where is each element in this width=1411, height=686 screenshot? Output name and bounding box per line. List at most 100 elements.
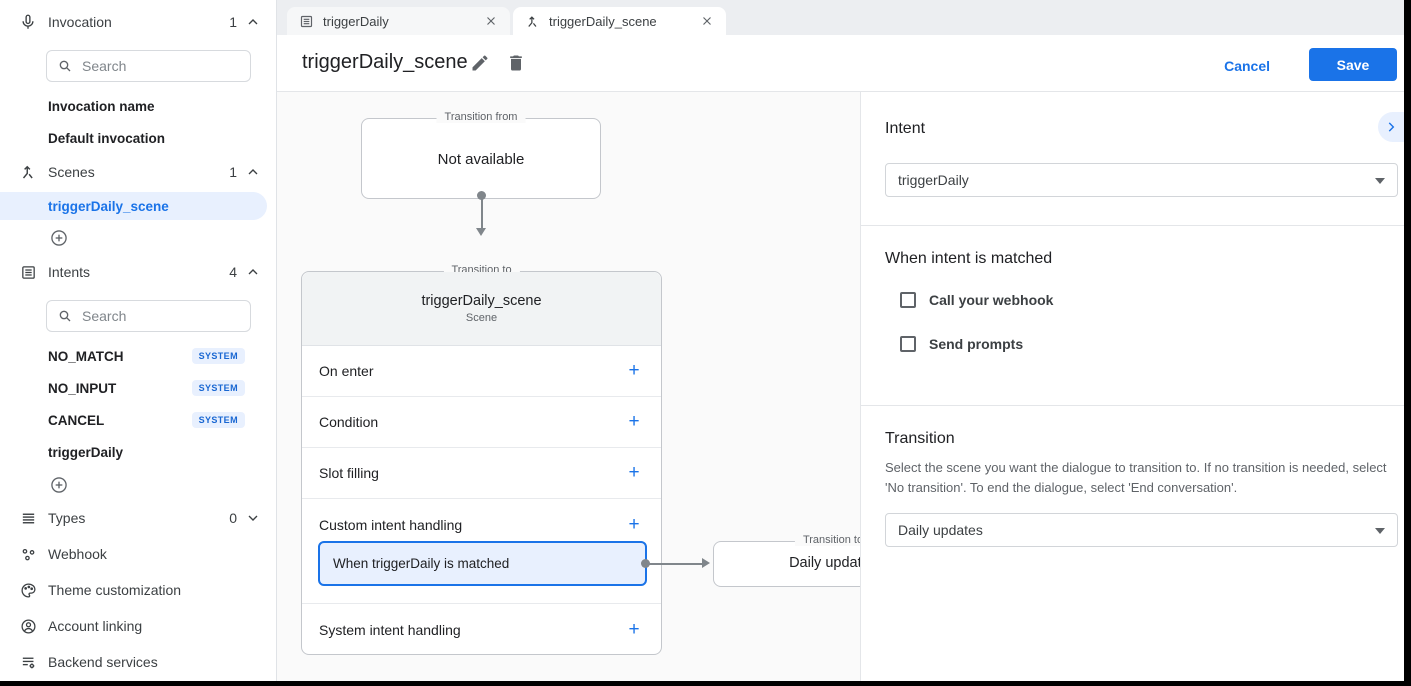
send-prompts-checkbox-row[interactable]: Send prompts — [887, 336, 1023, 352]
scene-row-slot-filling: Slot filling — [302, 448, 661, 499]
sidebar-item-triggerdaily-intent[interactable]: triggerDaily — [48, 444, 124, 460]
checkbox-label: Call your webhook — [929, 292, 1054, 308]
collapse-panel-button[interactable] — [1378, 112, 1404, 142]
system-badge: SYSTEM — [191, 348, 245, 364]
main-area: triggerDaily triggerDaily_scene triggerD… — [277, 0, 1404, 681]
sidebar: Invocation 1 Invocation name Default inv… — [0, 0, 277, 681]
section-count: 1 — [229, 14, 237, 30]
dropdown-caret-icon — [1375, 528, 1385, 534]
add-scene-button[interactable] — [49, 228, 69, 248]
add-slot-filling-button[interactable] — [624, 463, 644, 483]
search-input[interactable] — [82, 308, 222, 324]
scene-card-node: Transition to triggerDaily_scene Scene O… — [301, 264, 662, 655]
scene-card-header: triggerDaily_scene Scene — [302, 272, 661, 346]
scene-row-on-enter: On enter — [302, 346, 661, 397]
sidebar-item-no-input[interactable]: NO_INPUT SYSTEM — [0, 374, 277, 402]
intent-doc-icon — [299, 14, 314, 29]
webhook-icon — [19, 545, 37, 563]
node-legend: Transition from — [436, 111, 526, 123]
transition-from-text: Not available — [437, 151, 525, 168]
chevron-up-icon — [245, 264, 261, 280]
chevron-up-icon — [245, 164, 261, 180]
when-matched-heading: When intent is matched — [885, 250, 1053, 267]
add-condition-button[interactable] — [624, 412, 644, 432]
sidebar-item-no-match[interactable]: NO_MATCH SYSTEM — [0, 342, 277, 370]
scene-row-condition: Condition — [302, 397, 661, 448]
scene-row-system-intent-handling: System intent handling — [302, 604, 661, 655]
edit-pencil-icon[interactable] — [470, 53, 490, 73]
section-label: Intents — [48, 264, 91, 280]
sidebar-section-invocation[interactable]: Invocation 1 — [0, 8, 277, 36]
add-custom-intent-button[interactable] — [624, 515, 644, 535]
search-icon — [57, 308, 73, 324]
chevron-down-icon — [245, 510, 261, 526]
intent-heading: Intent — [885, 120, 926, 137]
sidebar-item-webhook[interactable]: Webhook — [0, 540, 277, 568]
microphone-icon — [19, 13, 37, 31]
transition-dropdown[interactable]: Daily updates — [885, 513, 1398, 547]
transition-target-node[interactable]: Transition to Daily updates — [713, 534, 860, 587]
section-count: 1 — [229, 164, 237, 180]
transition-target-text: Daily updates — [789, 555, 860, 571]
sidebar-item-theme-customization[interactable]: Theme customization — [0, 576, 277, 604]
scene-flow-canvas: Transition from Not available Transition… — [277, 92, 860, 681]
section-label: Types — [48, 510, 86, 526]
palette-icon — [19, 581, 37, 599]
save-button[interactable]: Save — [1309, 48, 1397, 81]
section-count: 0 — [229, 510, 237, 526]
delete-trash-icon[interactable] — [506, 53, 526, 73]
intent-detail-panel: Intent triggerDaily When intent is match… — [860, 92, 1404, 681]
intent-dropdown-value: triggerDaily — [898, 172, 969, 188]
divider — [861, 225, 1404, 226]
sidebar-section-types[interactable]: Types 0 — [0, 504, 277, 532]
sidebar-item-account-linking[interactable]: Account linking — [0, 612, 277, 640]
close-icon[interactable] — [700, 14, 714, 28]
scene-card-title: triggerDaily_scene — [421, 293, 542, 309]
sidebar-item-cancel-intent[interactable]: CANCEL SYSTEM — [0, 406, 277, 434]
intents-search[interactable] — [46, 300, 251, 332]
search-input[interactable] — [82, 58, 222, 74]
checkbox-unchecked[interactable] — [900, 292, 916, 308]
intent-dropdown[interactable]: triggerDaily — [885, 163, 1398, 197]
sidebar-section-scenes[interactable]: Scenes 1 — [0, 158, 277, 186]
system-badge: SYSTEM — [191, 380, 245, 396]
tab-triggerdaily-scene[interactable]: triggerDaily_scene — [513, 7, 726, 35]
types-list-icon — [19, 509, 37, 527]
backend-services-icon — [19, 653, 37, 671]
transition-description: Select the scene you want the dialogue t… — [885, 460, 1387, 496]
editor-header: triggerDaily_scene Cancel Save — [277, 35, 1404, 92]
page-title: triggerDaily_scene — [302, 51, 468, 73]
sidebar-item-backend-services[interactable]: Backend services — [0, 648, 277, 676]
scene-icon — [525, 14, 540, 29]
checkbox-unchecked[interactable] — [900, 336, 916, 352]
add-on-enter-button[interactable] — [624, 361, 644, 381]
account-circle-icon — [19, 617, 37, 635]
search-icon — [57, 58, 73, 74]
tab-triggerdaily[interactable]: triggerDaily — [287, 7, 510, 35]
connector-arrow-down — [476, 191, 486, 239]
connector-arrow-right — [641, 558, 711, 568]
scene-icon — [19, 163, 37, 181]
dropdown-caret-icon — [1375, 178, 1385, 184]
invocation-search[interactable] — [46, 50, 251, 82]
transition-dropdown-value: Daily updates — [898, 522, 983, 538]
cancel-button[interactable]: Cancel — [1214, 52, 1280, 80]
section-label: Invocation — [48, 14, 112, 30]
call-webhook-checkbox-row[interactable]: Call your webhook — [887, 292, 1053, 308]
sidebar-item-invocation-name[interactable]: Invocation name — [48, 99, 155, 114]
matched-intent-chip[interactable]: When triggerDaily is matched — [318, 541, 647, 586]
close-icon[interactable] — [484, 14, 498, 28]
transition-from-node: Transition from Not available — [361, 111, 601, 199]
sidebar-item-default-invocation[interactable]: Default invocation — [48, 131, 166, 146]
scene-card-subtitle: Scene — [465, 312, 498, 324]
node-legend: Transition to — [794, 534, 860, 546]
section-label: Scenes — [48, 164, 95, 180]
add-intent-button[interactable] — [49, 475, 69, 495]
scene-row-custom-intent-handling: Custom intent handling When triggerDaily… — [302, 499, 661, 604]
chevron-right-icon — [1384, 120, 1398, 134]
selected-scene-label: triggerDaily_scene — [48, 198, 169, 214]
sidebar-item-triggerdaily-scene[interactable]: triggerDaily_scene — [0, 192, 267, 220]
sidebar-section-intents[interactable]: Intents 4 — [0, 258, 277, 286]
add-system-intent-button[interactable] — [624, 620, 644, 640]
